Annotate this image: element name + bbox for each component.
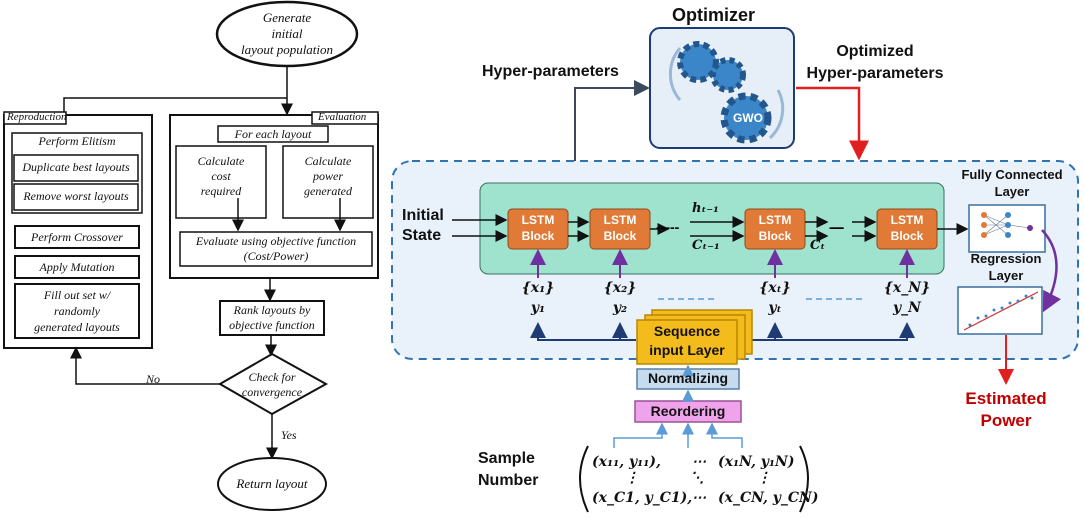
elitism-box [11, 132, 143, 214]
sequence-input-box [636, 319, 738, 365]
evaluation-title: Evaluation [318, 111, 367, 123]
gwo-label: GWO [733, 111, 763, 125]
input-1: {x₁}y₁ [521, 280, 555, 316]
c-label: Cₜ₋₁ [692, 238, 720, 253]
matrix-r3-right: (x_CN, y_CN) [718, 490, 819, 506]
gear-icon [668, 41, 785, 144]
dashes-label-1: ----- [656, 219, 680, 235]
remove-worst-label: Remove worst layouts [23, 189, 129, 203]
apply-mutation-label: Apply Mutation [39, 260, 115, 274]
ct-label: Cₜ [810, 238, 826, 253]
matrix-r1-dots: ⋯ [692, 454, 706, 470]
rank-box [219, 300, 325, 336]
reordering-label: Reordering [650, 403, 726, 419]
dashes-label-2: ----- [829, 219, 844, 235]
yes-label: Yes [281, 428, 297, 442]
perform-crossover-label: Perform Crossover [31, 230, 123, 244]
flowchart [3, 0, 379, 511]
h-label: hₜ₋₁ [692, 201, 719, 216]
normalizing-label: Normalizing [647, 370, 729, 386]
crossover-box [14, 225, 140, 249]
for-each-label: For each layout [234, 127, 312, 141]
end-ellipse [217, 457, 327, 511]
fc-layer-thumbnail [968, 204, 1046, 253]
perform-elitism-label: Perform Elitism [38, 134, 116, 148]
mutation-box [14, 255, 140, 279]
input-2: {x₂}y₂ [603, 280, 637, 316]
duplicate-best-label: Duplicate best layouts [22, 160, 130, 174]
no-label: No [146, 372, 161, 386]
hyper-parameters-label: Hyper-parameters [482, 63, 619, 80]
matrix-r3-left: (x_C1, y_C1), [592, 490, 693, 506]
matrix-r2-right: ⋮ [757, 470, 771, 486]
optimizer-title: Optimizer [672, 5, 756, 25]
input-n: {x_N}y_N [883, 280, 931, 316]
evaluate-label: Evaluate using objective function(Cost/P… [195, 234, 357, 263]
matrix-r2-mid: ⋱ [690, 470, 704, 486]
matrix-r2-left: ⋮ [625, 470, 639, 486]
reproduction-title: Reproduction [7, 111, 67, 123]
evaluation-box [169, 114, 379, 279]
matrix-r1-right: (x₁N, y₁N) [718, 454, 795, 470]
matrix-r1-left: (x₁₁, y₁₁), [592, 454, 661, 470]
input-t: {xₜ}yₜ [759, 280, 791, 316]
fillout-box [14, 283, 140, 339]
end-label: Return layout [236, 476, 308, 491]
matrix-r3-dots: ⋯ [692, 490, 706, 506]
